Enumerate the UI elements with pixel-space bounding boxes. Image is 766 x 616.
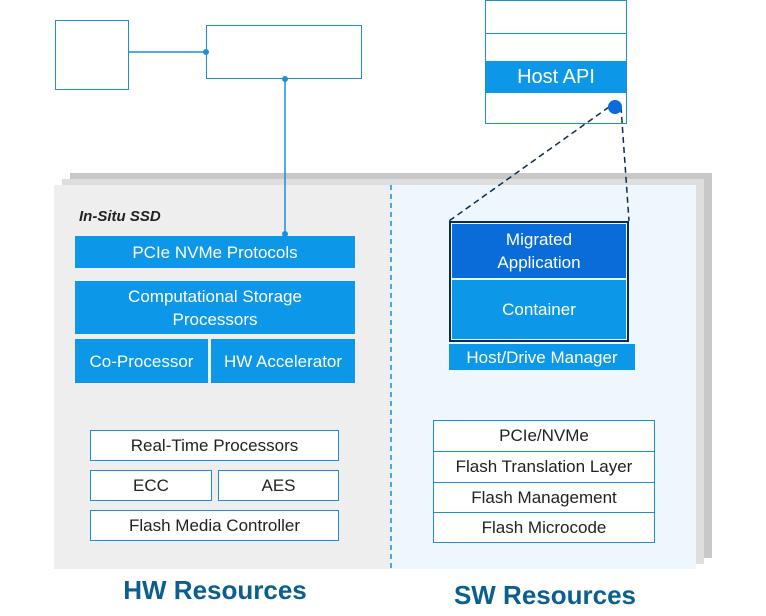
host-link-dot (203, 49, 209, 55)
pcie-connector-dot-top (282, 76, 288, 82)
fw-stack-divider (434, 512, 654, 513)
pcie-nvme-protocols: PCIe NVMe Protocols (75, 236, 355, 268)
fw-stack-divider (434, 482, 654, 483)
migration-point (608, 100, 622, 114)
hw-accelerator: HW Accelerator (211, 339, 355, 383)
sw-resources-label: SW Resources (453, 580, 637, 610)
container: Container (452, 280, 626, 339)
aes: AES (218, 470, 339, 501)
fw-stack-item-label: Flash Translation Layer (455, 457, 633, 476)
host-drive-manager: Host/Drive Manager (449, 344, 635, 370)
fw-stack-item-label: PCIe/NVMe (499, 426, 589, 445)
fw-stack-item: Flash Translation Layer (434, 452, 654, 482)
computational-storage-processors: Computational Storage Processors (75, 281, 355, 334)
host-api-label: Host API (486, 61, 626, 93)
fw-stack-item: Flash Microcode (434, 513, 654, 543)
migration-dash-right (620, 106, 630, 222)
hw-resources-label: HW Resources (123, 575, 307, 605)
firmware-stack: PCIe/NVMe Flash Translation Layer Flash … (433, 420, 655, 543)
ecc: ECC (90, 470, 212, 501)
ssd-title: In-Situ SSD (79, 208, 161, 225)
flash-media-controller: Flash Media Controller (90, 510, 339, 541)
fw-stack-item: Flash Management (434, 483, 654, 513)
pcie-connector-dot-bottom (282, 231, 288, 237)
real-time-processors: Real-Time Processors (90, 430, 339, 461)
fw-stack-divider (434, 451, 654, 452)
migrated-application: Migrated Application (452, 224, 626, 278)
fw-stack-item-label: Flash Microcode (481, 518, 607, 537)
fw-stack-item: PCIe/NVMe (434, 421, 654, 451)
co-processor: Co-Processor (75, 339, 208, 383)
migration-dash-left (448, 106, 610, 222)
container-frame (449, 221, 629, 342)
host-box-left (55, 20, 129, 90)
host-box-right (206, 25, 362, 79)
host-stack: Host API (485, 0, 627, 124)
fw-stack-item-label: Flash Management (471, 488, 617, 507)
host-stack-divider-1 (486, 33, 626, 34)
